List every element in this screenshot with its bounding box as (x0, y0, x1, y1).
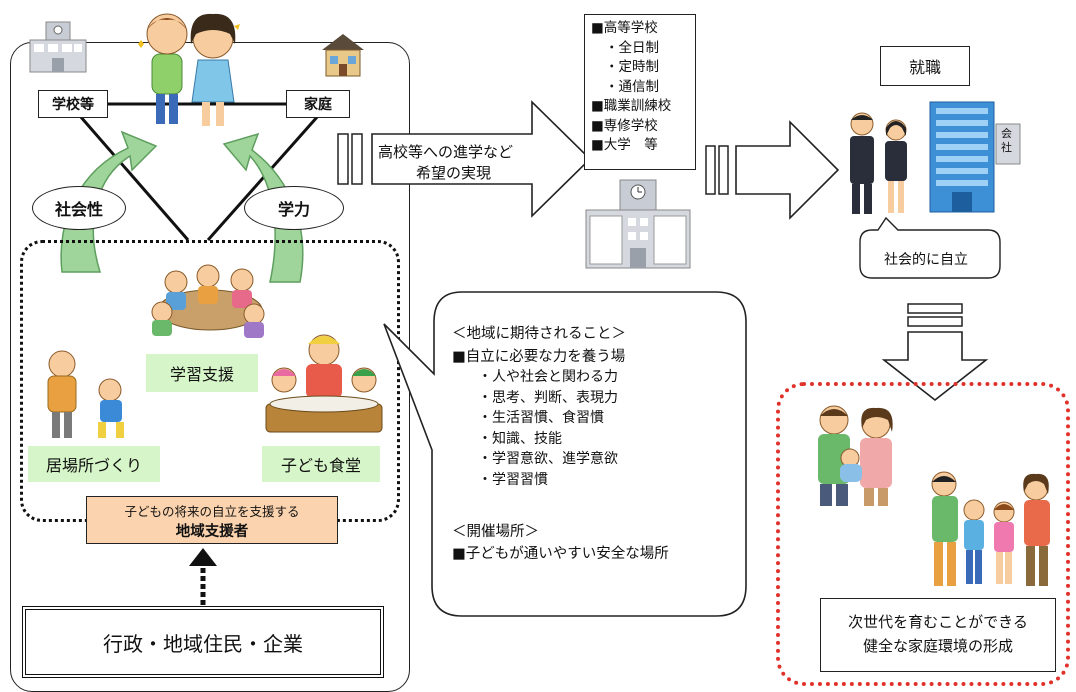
expectation-item-4: ・学習意欲、進学意欲 (478, 451, 618, 467)
young-family-icon (806, 402, 906, 508)
academic-oval: 学力 (244, 186, 344, 230)
supporter-line2: 地域支援者 (175, 524, 249, 540)
expectation-item-1: ・思考、判断、表現力 (478, 389, 618, 406)
sociality-label: 社会性 (54, 200, 103, 219)
schools-item-6: ■大学 等 (591, 137, 658, 153)
family-line2: 健全な家庭環境の形成 (862, 637, 1013, 655)
advance-text-line2: 希望の実現 (416, 164, 492, 182)
home-label-box: 家庭 (286, 90, 350, 118)
kodomo-shokudo-label-box: 子ども食堂 (262, 446, 380, 482)
learning-support-label-box: 学習支援 (146, 354, 258, 392)
children-icon (130, 4, 250, 136)
schools-item-3: ・通信制 (605, 78, 659, 95)
venue-heading: ＜開催場所＞ (452, 524, 539, 540)
supporter-box: 子どもの将来の自立を支援する 地域支援者 (86, 496, 338, 544)
expectation-item-5: ・学習習慣 (478, 471, 548, 488)
company-building-icon: 会社 (926, 98, 1022, 214)
advance-arrow (337, 100, 592, 218)
family-line1: 次世代を育むことができる (848, 613, 1028, 631)
learning-support-label: 学習支援 (169, 365, 234, 384)
sociality-oval: 社会性 (32, 186, 126, 230)
schools-item-0: ■高等学校 (591, 20, 658, 36)
house-icon (318, 32, 368, 78)
ibasho-label-box: 居場所づくり (28, 446, 160, 482)
company-sign: 会社 (1001, 127, 1012, 154)
employment-label: 就職 (908, 58, 941, 77)
expectations-bubble-shape (383, 291, 747, 617)
home-label: 家庭 (304, 97, 332, 113)
independence-bubble-shape (859, 216, 1001, 279)
expectation-item-3: ・知識、技能 (478, 430, 562, 447)
schools-item-5: ■専修学校 (591, 117, 658, 134)
expectations-list: ・人や社会と関わる力 ・思考、判断、表現力 ・生活習慣、食習慣 ・知識、技能 ・… (478, 367, 618, 490)
family-dotted-area (776, 382, 1070, 686)
employment-label-box: 就職 (880, 46, 970, 86)
employment-arrow (705, 120, 840, 220)
ibasho-label: 居場所づくり (45, 456, 142, 475)
family-environment-box: 次世代を育むことができる 健全な家庭環境の形成 (820, 598, 1056, 672)
ibasho-illustration (36, 346, 136, 442)
stakeholders-label: 行政・地域住民・企業 (103, 631, 303, 656)
schools-list-box: ■高等学校 ・全日制 ・定時制 ・通信制 ■職業訓練校 ■専修学校 ■大学 等 (584, 14, 696, 170)
independence-label: 社会的に自立 (884, 252, 968, 268)
supporter-line1: 子どもの将来の自立を支援する (124, 504, 300, 519)
schools-item-2: ・定時制 (605, 59, 659, 75)
academic-label: 学力 (277, 200, 310, 219)
expectations-heading: ＜地域に期待されること＞ (452, 326, 626, 342)
expectations-subheading: ■自立に必要な力を養う場 (452, 349, 626, 365)
business-people-icon (840, 110, 920, 216)
schools-item-4: ■職業訓練校 (591, 98, 672, 114)
kodomo-shokudo-label: 子ども食堂 (280, 456, 361, 475)
family-of-four-icon (924, 470, 1060, 588)
kodomo-shokudo-illustration (262, 330, 386, 436)
dotted-up-arrow (189, 548, 217, 606)
down-arrow (881, 303, 989, 402)
venue-item: ■子どもが通いやすい安全な場所 (452, 546, 669, 562)
school-label-box: 学校等 (38, 90, 108, 118)
schools-item-1: ・全日制 (605, 39, 659, 56)
high-school-building-icon (584, 178, 692, 270)
bottom-stakeholders-box: 行政・地域住民・企業 (22, 606, 384, 678)
triangle-diagram (60, 102, 320, 283)
learning-support-illustration (146, 256, 274, 338)
expectation-item-2: ・生活習慣、食習慣 (478, 410, 604, 426)
school-building-icon (28, 18, 88, 74)
school-label: 学校等 (52, 97, 94, 113)
expectation-item-0: ・人や社会と関わる力 (478, 369, 618, 385)
advance-text-line1: 高校等への進学など (378, 143, 514, 161)
